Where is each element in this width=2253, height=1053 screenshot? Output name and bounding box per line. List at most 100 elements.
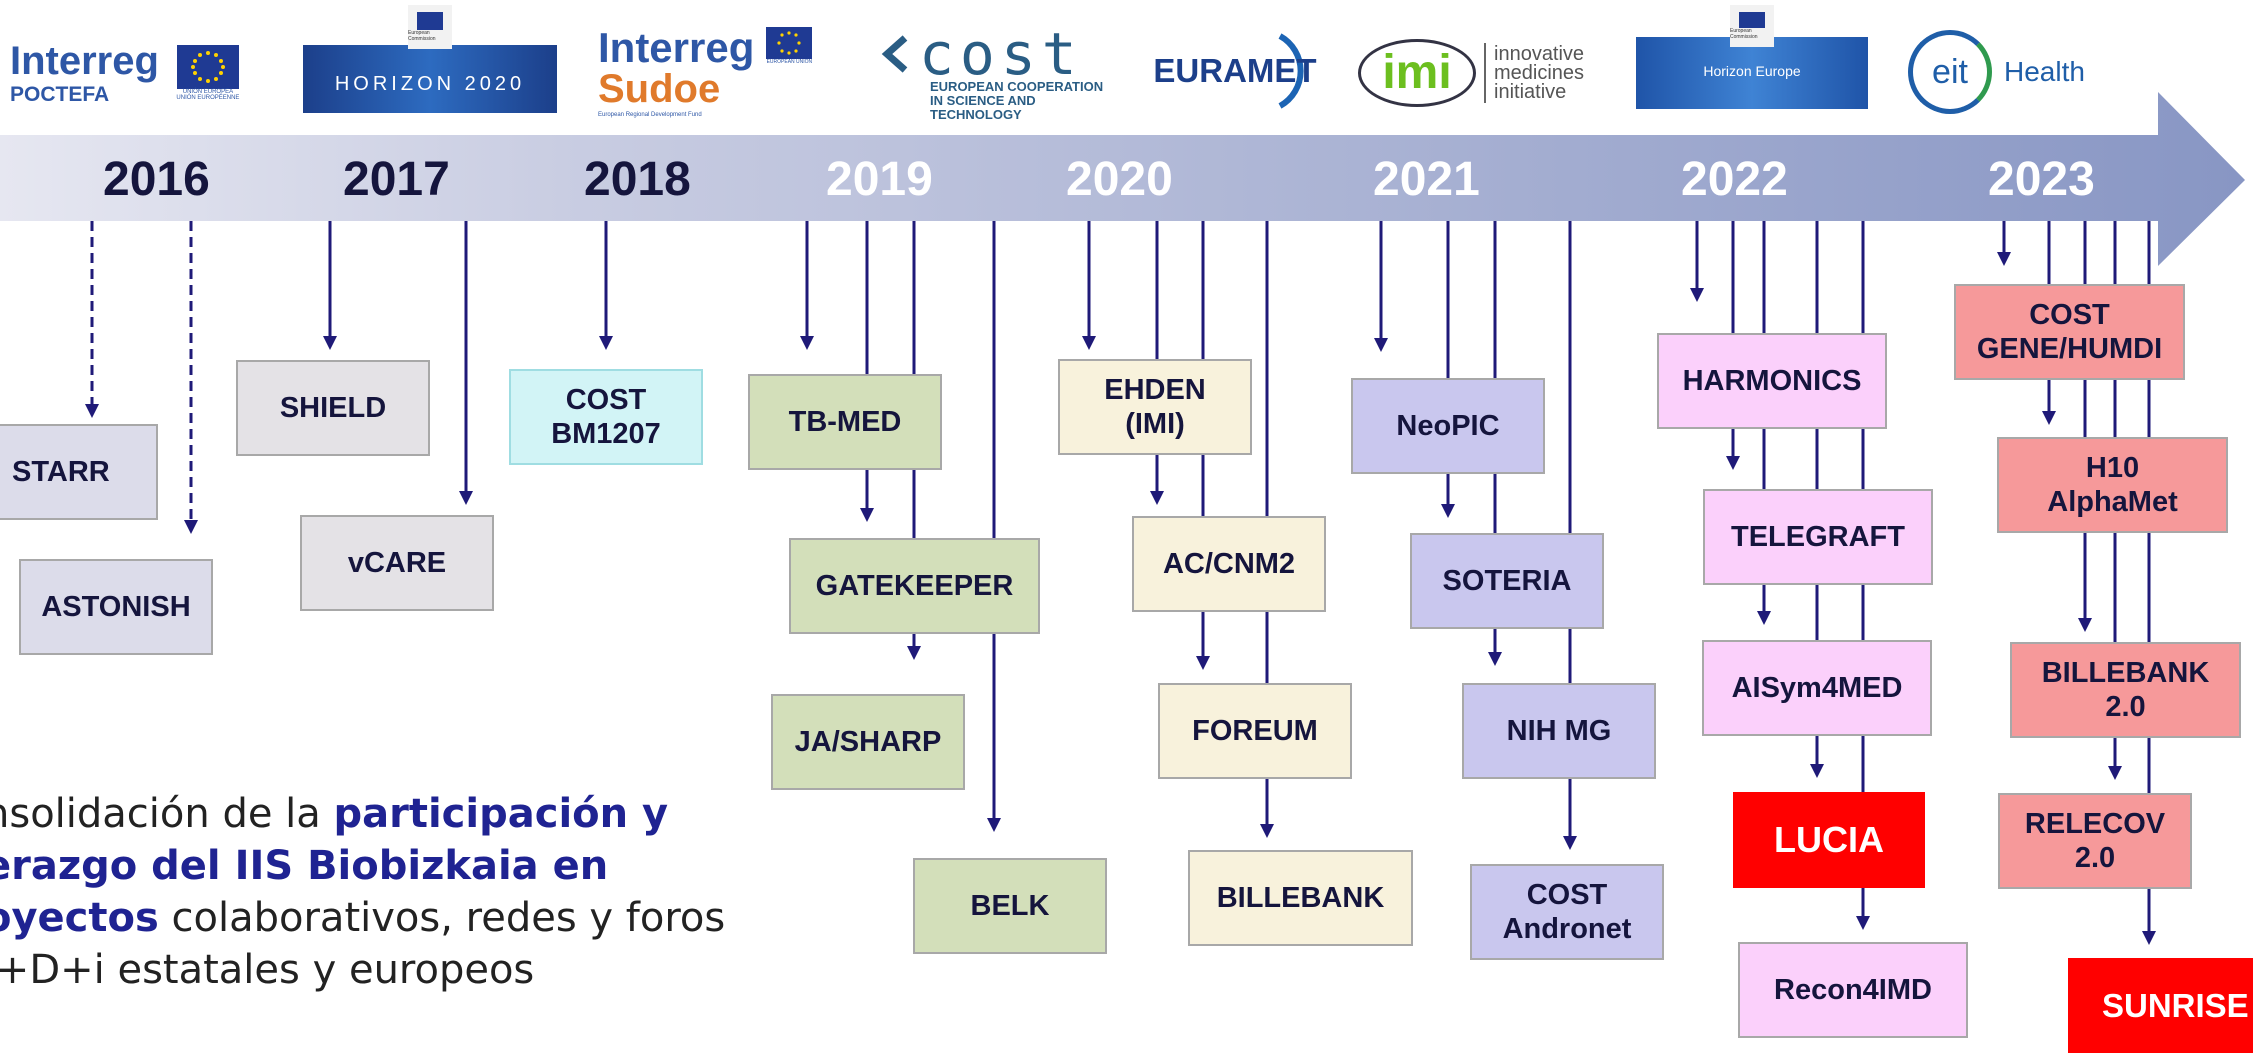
arrowhead-icon xyxy=(1856,916,1870,930)
interreg-poctefa-logo: Interreg POCTEFA UNIÓN EUROPEA UNIÓN EUR… xyxy=(10,39,240,106)
project-tb-med: TB-MED xyxy=(748,374,942,470)
project-billebank-2: BILLEBANK 2.0 xyxy=(2010,642,2241,738)
caption-line: nsolidación de la xyxy=(0,791,334,837)
arrowhead-icon xyxy=(1563,836,1577,850)
caption-line: colaborativos, redes y foros xyxy=(158,895,726,941)
project-telegraft: TELEGRAFT xyxy=(1703,489,1933,585)
year-2021: 2021 xyxy=(1373,153,1480,206)
project-sunrise: SUNRISE xyxy=(2068,958,2253,1053)
year-2022: 2022 xyxy=(1681,153,1788,206)
arrowhead-icon xyxy=(987,818,1001,832)
project-aisym4med: AISym4MED xyxy=(1702,640,1932,736)
euramet-logo: EURAMET xyxy=(1150,28,1320,114)
interreg-sudoe-logo: Interreg Sudoe European Regional Develop… xyxy=(598,24,813,118)
arrowhead-icon xyxy=(2108,766,2122,780)
year-2018: 2018 xyxy=(584,153,691,206)
project-label: SOTERIA xyxy=(1442,565,1572,597)
project-label: 2.0 xyxy=(2105,691,2146,723)
arrowhead-icon xyxy=(85,404,99,418)
project-label: SHIELD xyxy=(279,392,387,424)
project-harmonics: HARMONICS xyxy=(1657,333,1887,429)
project-label: COST xyxy=(565,384,647,416)
eu-flag-icon xyxy=(176,45,239,89)
project-cost-andronet: COST Andronet xyxy=(1470,864,1664,960)
caption-emphasis: erazgo del IIS Biobizkaia en xyxy=(0,843,609,889)
arrowhead-icon xyxy=(1488,652,1502,666)
horizon-2020-logo: European Commission HORIZON 2020 xyxy=(303,5,557,113)
arrowhead-icon xyxy=(1726,456,1740,470)
project-label: EHDEN xyxy=(1104,374,1206,406)
project-label: TELEGRAFT xyxy=(1731,521,1905,553)
arrowhead-icon xyxy=(459,491,473,505)
project-label: STARR xyxy=(12,456,110,488)
project-astonish: ASTONISH xyxy=(19,559,213,655)
project-ja-sharp: JA/SHARP xyxy=(771,694,965,790)
project-recon4imd: Recon4IMD xyxy=(1738,942,1968,1038)
year-2019: 2019 xyxy=(826,153,933,206)
arrowhead-icon xyxy=(1810,764,1824,778)
project-label: GATEKEEPER xyxy=(815,570,1014,602)
project-relecov-2: RELECOV 2.0 xyxy=(1998,793,2192,889)
arrowhead-icon xyxy=(2078,618,2092,632)
project-label: BILLEBANK xyxy=(2041,657,2210,689)
project-label: JA/SHARP xyxy=(794,726,942,758)
project-foreum: FOREUM xyxy=(1158,683,1352,779)
project-ac-cnm2: AC/CNM2 xyxy=(1132,516,1326,612)
arrowhead-icon xyxy=(907,646,921,660)
eit-health-logo: eit Health xyxy=(1908,28,2118,116)
project-cost-gene-humdi: COST GENE/HUMDI xyxy=(1954,284,2185,380)
project-shield: SHIELD xyxy=(236,360,430,456)
arrowhead-icon xyxy=(1082,336,1096,350)
arrowhead-icon xyxy=(1196,656,1210,670)
arrowhead-icon xyxy=(1374,338,1388,352)
project-label: FOREUM xyxy=(1192,715,1318,747)
project-billebank: BILLEBANK xyxy=(1188,850,1413,946)
eu-flag-icon xyxy=(766,27,813,59)
project-nih-mg: NIH MG xyxy=(1462,683,1656,779)
project-label: COST xyxy=(1526,879,1608,911)
arrowhead-icon xyxy=(2042,411,2056,425)
arrowhead-icon xyxy=(1690,288,1704,302)
arrowhead-icon xyxy=(1997,252,2011,266)
project-label: GENE/HUMDI xyxy=(1976,333,2163,365)
arrowhead-icon xyxy=(2142,931,2156,945)
project-label: COST xyxy=(2029,299,2110,331)
project-ehden: EHDEN (IMI) xyxy=(1058,359,1252,455)
arrowhead-icon xyxy=(599,336,613,350)
arrowhead-icon xyxy=(860,508,874,522)
arrowhead-icon xyxy=(800,336,814,350)
project-lucia: LUCIA xyxy=(1733,792,1925,888)
project-label: Andronet xyxy=(1502,913,1632,945)
caption-text: nsolidación de la participación y erazgo… xyxy=(0,788,784,996)
project-label: AlphaMet xyxy=(2047,486,2178,518)
imi-logo: imi innovative medicines initiative xyxy=(1358,33,1588,113)
project-label: BM1207 xyxy=(551,418,661,450)
project-label: (IMI) xyxy=(1125,408,1185,440)
arrowhead-icon xyxy=(1260,824,1274,838)
arrowhead-icon xyxy=(1441,504,1455,518)
project-label: NIH MG xyxy=(1506,715,1612,747)
arrowhead-icon xyxy=(1150,491,1164,505)
caption-emphasis: oyectos xyxy=(0,895,159,941)
project-label: HARMONICS xyxy=(1682,365,1862,397)
caption-line: I+D+i estatales y europeos xyxy=(0,947,535,993)
project-label: Recon4IMD xyxy=(1774,974,1932,1006)
project-label: NeoPIC xyxy=(1396,410,1500,442)
project-label: TB-MED xyxy=(788,406,902,438)
cost-mark-icon xyxy=(881,35,908,73)
project-belk: BELK xyxy=(913,858,1107,954)
caption-emphasis: participación y xyxy=(333,791,669,837)
project-label: SUNRISE xyxy=(2102,987,2249,1024)
project-label: AISym4MED xyxy=(1731,672,1903,704)
project-h10-alphamet: H10 AlphaMet xyxy=(1997,437,2228,533)
year-2016: 2016 xyxy=(103,153,210,206)
project-starr: STARR xyxy=(0,424,158,520)
project-label: BILLEBANK xyxy=(1216,882,1385,914)
project-label: BELK xyxy=(970,890,1050,922)
euramet-swoosh-icon xyxy=(1278,33,1304,109)
project-vcare: vCARE xyxy=(300,515,494,611)
year-2023: 2023 xyxy=(1988,153,2095,206)
project-label: 2.0 xyxy=(2074,842,2116,874)
project-label: H10 xyxy=(2085,452,2140,484)
